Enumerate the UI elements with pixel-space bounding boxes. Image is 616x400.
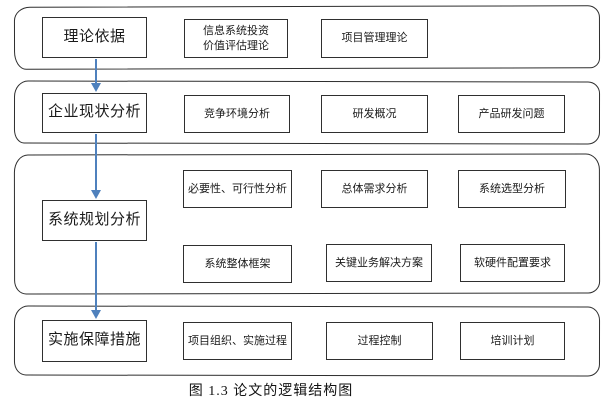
item-line: 竞争环境分析 — [204, 107, 270, 120]
label-enterprise-status-analysis: 企业现状分析 — [47, 104, 141, 121]
flow-arrow-status-to-planning — [90, 134, 101, 199]
item-box-rd-overview: 研发概况 — [321, 95, 428, 133]
item-box-project-organization-implementation-process: 项目组织、实施过程 — [183, 322, 292, 360]
item-line: 总体需求分析 — [341, 182, 408, 195]
flow-arrow-theory-to-status — [90, 59, 101, 92]
item-line: 关键业务解决方案 — [335, 256, 423, 269]
item-box-hardware-software-configuration: 软硬件配置要求 — [460, 244, 565, 282]
item-line: 项目管理理论 — [341, 32, 408, 45]
item-line: 价值评估理论 — [203, 39, 269, 52]
item-box-process-control: 过程控制 — [326, 322, 433, 360]
item-box-key-business-solutions: 关键业务解决方案 — [326, 244, 432, 282]
item-line: 研发概况 — [352, 107, 397, 120]
item-box-product-rd-problems: 产品研发问题 — [458, 95, 565, 133]
label-theory-basis: 理论依据 — [63, 28, 126, 45]
item-box-training-plan: 培训计划 — [460, 322, 565, 360]
item-line: 软硬件配置要求 — [474, 256, 551, 269]
item-box-overall-requirements-analysis: 总体需求分析 — [321, 170, 428, 208]
label-box-implementation-safeguard-measures: 实施保障措施 — [42, 320, 147, 362]
item-line: 系统选型分析 — [479, 182, 545, 195]
item-box-system-selection-analysis: 系统选型分析 — [458, 170, 566, 208]
label-system-planning-analysis: 系统规划分析 — [47, 211, 141, 228]
item-line: 信息系统投资 — [203, 25, 269, 38]
flow-arrow-planning-to-implementation — [90, 242, 101, 319]
label-box-system-planning-analysis: 系统规划分析 — [42, 200, 147, 241]
item-line: 过程控制 — [357, 334, 402, 347]
item-line: 产品研发问题 — [478, 107, 545, 120]
item-box-necessity-feasibility-analysis: 必要性、可行性分析 — [183, 170, 292, 208]
item-box-competitive-environment-analysis: 竞争环境分析 — [184, 95, 290, 133]
label-box-enterprise-status-analysis: 企业现状分析 — [42, 93, 147, 133]
item-line: 系统整体框架 — [204, 257, 271, 270]
item-box-info-system-investment-value-theory: 信息系统投资 价值评估理论 — [184, 19, 288, 58]
item-box-system-overall-framework: 系统整体框架 — [183, 245, 292, 283]
item-line: 培训计划 — [490, 334, 535, 347]
item-line: 必要性、可行性分析 — [188, 182, 287, 195]
figure-caption: 图 1.3 论文的逻辑结构图 — [188, 384, 354, 399]
item-box-project-management-theory: 项目管理理论 — [321, 19, 428, 58]
item-line: 项目组织、实施过程 — [188, 334, 287, 347]
label-box-theory-basis: 理论依据 — [42, 17, 147, 58]
label-implementation-safeguard-measures: 实施保障措施 — [47, 332, 141, 349]
